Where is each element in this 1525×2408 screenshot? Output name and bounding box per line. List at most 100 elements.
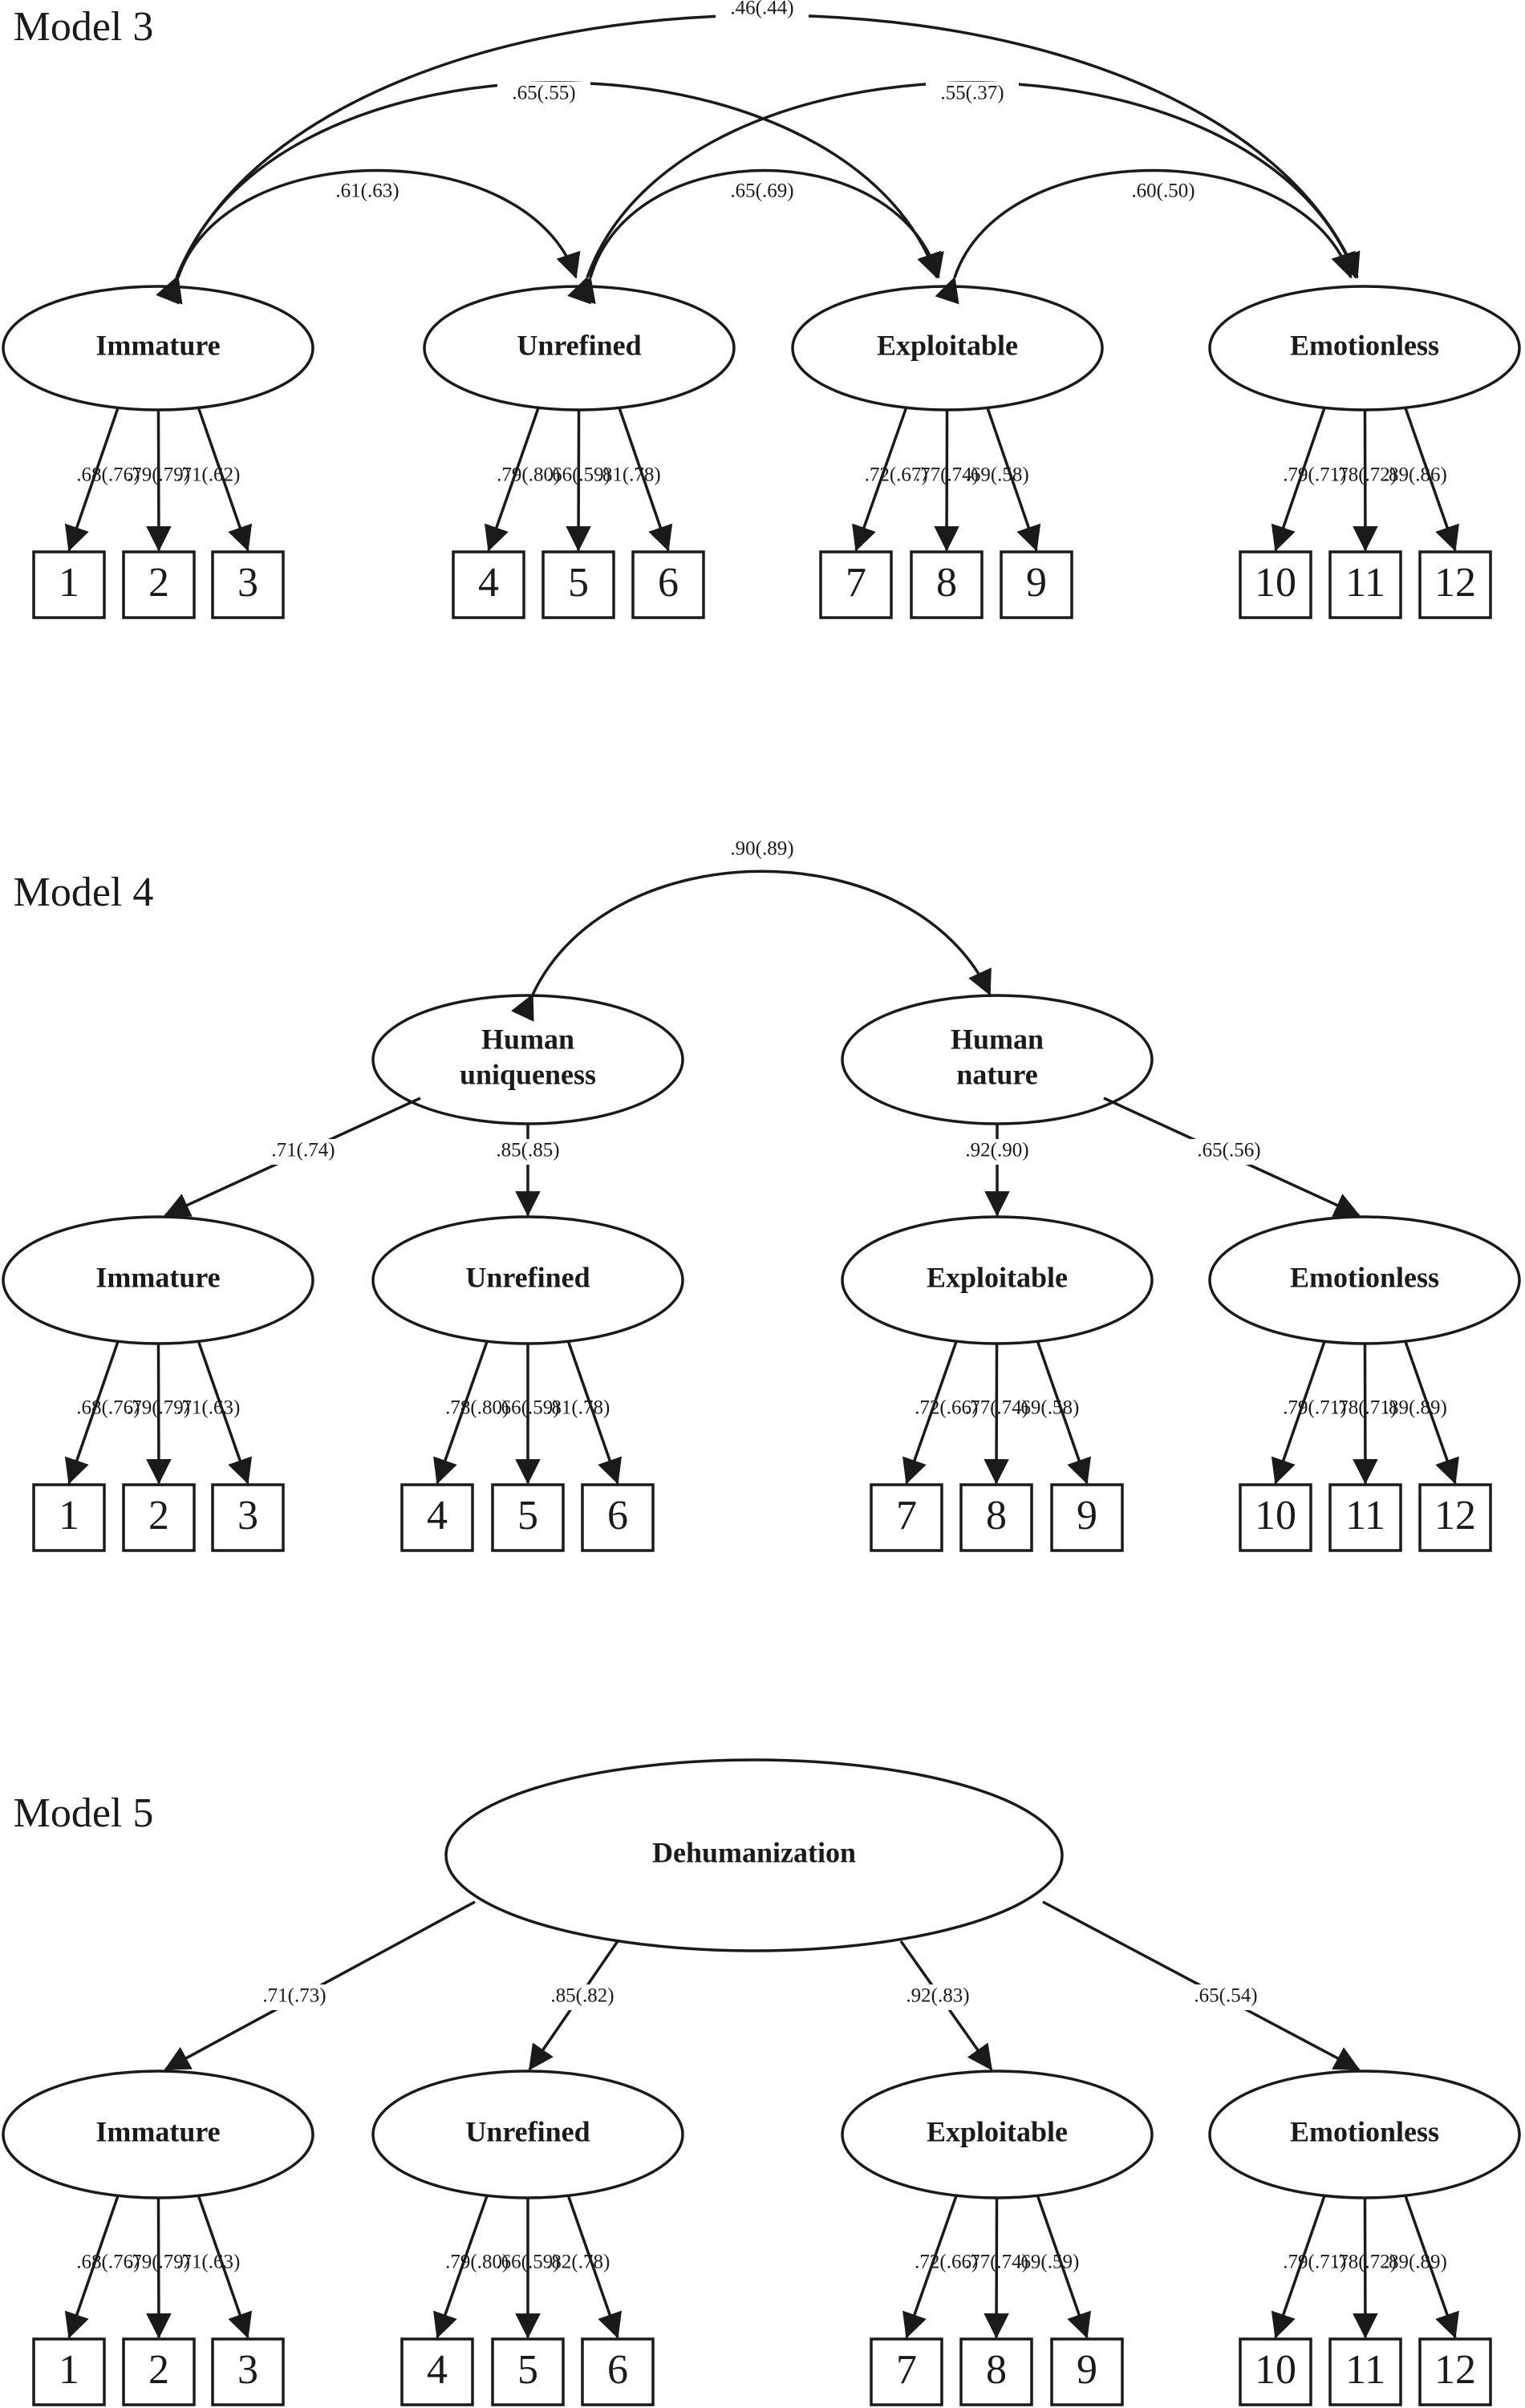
loading-arrow [485,407,540,552]
item-box [1328,550,1402,619]
item-label: 6 [658,560,679,606]
loading-label: .79(.79) [127,2252,190,2273]
factor-label: Immature [95,2115,220,2147]
loading-label: .81(.78) [546,1397,610,1419]
item-box [631,550,705,619]
item-label: 4 [427,1493,448,1538]
item-label: 2 [148,2347,169,2393]
loading-label: .79(.71) [1283,2252,1346,2273]
correlation-label: .55(.37) [940,83,1004,104]
item-box [1328,2337,1402,2406]
loading-arrow [433,1340,489,1485]
item-label: 11 [1345,1493,1385,1538]
loading-label: .72(.67) [865,464,928,486]
factor-immature: Immature.68(.76)1.79(.79)2.71(.63)3 [2,1215,314,1552]
factor-label: Exploitable [877,329,1018,361]
model-5: Model 5DehumanizationImmature.68(.76)1.7… [2,1758,1521,2406]
item-label: 1 [59,2347,79,2393]
loading-arrow [146,409,172,552]
factor-immature-ellipse [2,1215,314,1345]
item-box [581,2337,655,2406]
item-box [122,2337,196,2406]
factor-label: Emotionless [1290,2115,1439,2147]
structural-path-label: .92(.90) [965,1140,1028,1161]
loading-arrow [984,1343,1009,1485]
item-box [1418,550,1492,619]
label-backing [257,1139,350,1165]
structural-path-label: .65(.56) [1197,1140,1260,1161]
item-label: 5 [517,1493,538,1538]
item-box [211,1483,285,1552]
structural-path-label: .85(.85) [496,1140,559,1161]
loading-arrow [64,407,120,552]
loading-arrow [852,407,908,552]
item-label: 11 [1345,2347,1385,2393]
item-label: 9 [1077,2347,1097,2393]
item-box [541,550,615,619]
item-box [491,2337,565,2406]
correlation-label: .60(.50) [1131,180,1194,202]
item-label: 3 [237,560,258,606]
factor-label: Emotionless [1290,329,1439,361]
loading-arrow [433,2195,489,2339]
loading-arrow [1404,407,1459,552]
item-box [819,550,893,619]
item-box [32,550,106,619]
item-box [1000,550,1073,619]
structural-path-label: .92(.83) [906,1985,969,2007]
loading-arrow [902,1340,958,1485]
factor-exploitable: Exploitable.72(.67)7.77(.74)8.69(.58)9 [791,285,1104,619]
correlation-arc [158,81,941,305]
loading-label: .71(.62) [176,464,240,486]
item-label: 8 [986,2347,1007,2393]
label-backing [248,1984,341,2010]
loading-label: .66(.59) [547,464,610,486]
item-box [870,1483,943,1552]
loading-arrow [197,2195,253,2339]
loading-label: .77(.74) [915,464,979,486]
item-box [1418,2337,1492,2406]
loading-label: .78(.72) [1333,464,1397,486]
general-factor-label: Dehumanization [652,1836,856,1868]
factor-unrefined: Unrefined.79(.80)4.66(.59)5.82(.78)6 [371,2070,684,2406]
correlation-label: .65(.69) [730,180,793,202]
factor-label: Exploitable [927,2115,1068,2147]
loading-arrow [1271,407,1326,552]
loading-label: .72(.66) [915,1397,978,1419]
loading-label: .68(.76) [76,2252,140,2273]
loading-arrow [1271,1340,1326,1485]
item-label: 8 [986,1493,1007,1538]
higher-factor-label-line1: Human [481,1023,574,1055]
structural-path-label: .65(.54) [1194,1985,1257,2007]
label-backing [481,1139,574,1165]
item-box [211,550,285,619]
item-box [1050,1483,1124,1552]
model-4: Model 4HumanuniquenessHumannature.90(.89… [2,837,1521,1552]
loading-label: .66(.59) [496,1397,559,1419]
item-label: 2 [148,1493,169,1538]
loading-label: .69(.58) [1016,1397,1079,1419]
loading-label: .69(.59) [1016,2252,1079,2273]
model-title: Model 3 [14,4,154,50]
label-backing [716,180,809,205]
item-label: 8 [936,560,957,606]
loading-arrow [566,409,591,552]
loading-label: .79(.79) [127,1397,190,1419]
model-3: Model 3Immature.68(.76)1.79(.79)2.71(.62… [2,0,1521,619]
item-label: 9 [1026,560,1047,606]
loading-label: .89(.89) [1384,2252,1447,2273]
item-label: 7 [896,2347,917,2393]
label-backing [1179,1984,1272,2010]
factor-emotionless: Emotionless.79(.71)10.78(.72)11.89(.89)1… [1208,2070,1521,2406]
loading-label: .71(.63) [176,1397,240,1419]
item-label: 7 [896,1493,917,1538]
item-box [910,550,984,619]
item-label: 3 [237,1493,258,1538]
factor-label: Emotionless [1290,1261,1439,1293]
factor-label: Immature [95,1261,220,1293]
factor-unrefined: Unrefined.78(.80)4.66(.59)5.81(.78)6 [371,1215,684,1552]
item-label: 7 [846,560,866,606]
loading-label: .78(.80) [445,1397,509,1419]
factor-emotionless-ellipse [1208,2070,1521,2199]
